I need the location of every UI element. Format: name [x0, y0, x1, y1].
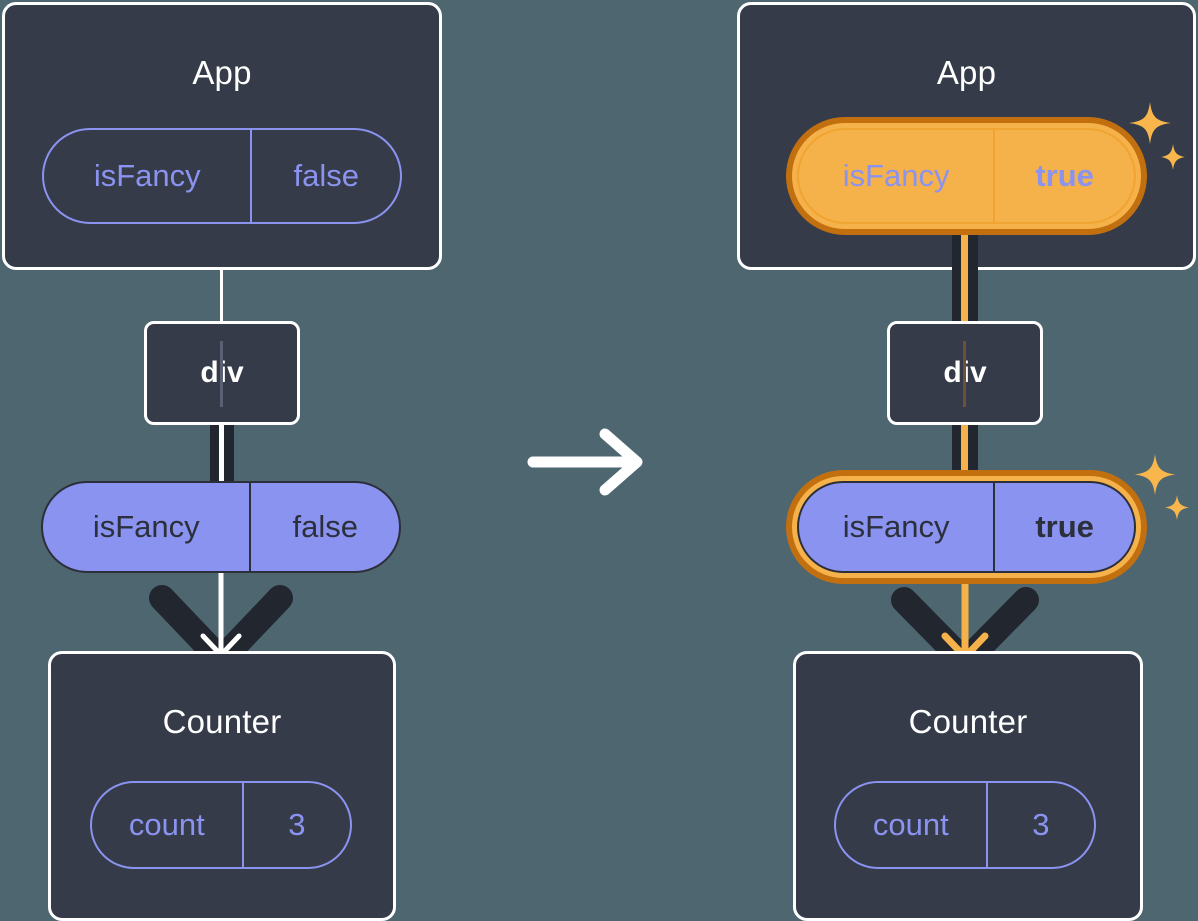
after-app-state-value: true — [993, 130, 1134, 222]
before-counter-state-value: 3 — [241, 783, 350, 867]
after-props-name: isFancy — [842, 509, 950, 544]
before-props-pill: isFancy false — [41, 481, 401, 573]
before-connector-div-to-props-core — [219, 424, 224, 486]
before-connector-app-to-div — [220, 268, 223, 326]
after-props-sparkle-icon — [1134, 454, 1189, 520]
after-connector-through-div — [963, 341, 966, 407]
after-counter-state-pill: count 3 — [834, 781, 1096, 869]
transition-right-arrow-icon — [527, 428, 643, 496]
after-counter-title: Counter — [908, 703, 1028, 740]
after-connector-app-to-div-core — [961, 232, 968, 327]
before-app-state-name: isFancy — [93, 158, 201, 193]
after-app-sparkle-icon — [1129, 102, 1185, 170]
after-connector-div-to-props-core — [961, 424, 968, 484]
before-app-title: App — [192, 54, 252, 91]
before-counter-title: Counter — [162, 703, 282, 740]
before-props-name: isFancy — [92, 509, 200, 544]
after-counter-state-value: 3 — [985, 783, 1094, 867]
before-counter-state-pill: count 3 — [90, 781, 352, 869]
before-counter-state-name: count — [128, 807, 205, 842]
before-connector-through-div — [220, 341, 223, 407]
before-app-state-pill: isFancy false — [42, 128, 402, 224]
after-app-state-name: isFancy — [842, 158, 950, 193]
after-app-title: App — [936, 54, 997, 91]
after-props-highlight-ring: isFancy true — [786, 470, 1147, 584]
after-app-state-highlight-ring: isFancy true — [786, 117, 1147, 235]
before-counter-component-box — [48, 651, 396, 921]
after-counter-state-name: count — [872, 807, 949, 842]
before-app-state-value: false — [250, 130, 400, 222]
after-app-state-pill: isFancy true — [797, 128, 1136, 224]
after-props-value: true — [993, 483, 1134, 571]
after-props-pill: isFancy true — [797, 481, 1136, 573]
before-props-value: false — [249, 483, 399, 571]
